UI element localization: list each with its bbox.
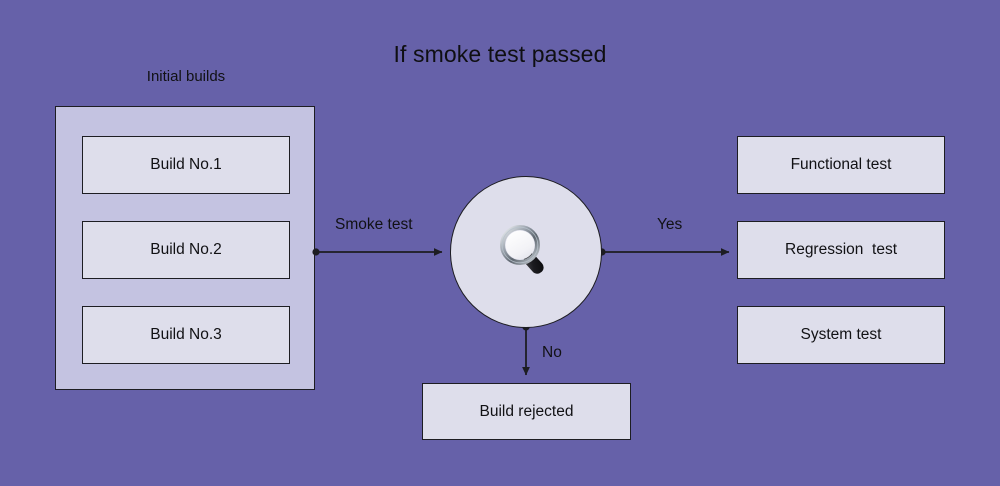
- build-no-1-box[interactable]: Build No.1: [82, 136, 290, 194]
- build-no-2-box[interactable]: Build No.2: [82, 221, 290, 279]
- magnifying-glass-icon: [500, 225, 544, 274]
- system-test-box[interactable]: System test: [737, 306, 945, 364]
- no-edge-label: No: [542, 344, 562, 361]
- functional-test-box[interactable]: Functional test: [737, 136, 945, 194]
- diagram-title: If smoke test passed: [393, 41, 607, 67]
- regression-test-box[interactable]: Regression test: [737, 221, 945, 279]
- smoke-test-edge-label: Smoke test: [335, 216, 413, 233]
- yes-edge-label: Yes: [657, 216, 683, 233]
- initial-builds-label: Initial builds: [146, 68, 226, 85]
- build-rejected-box[interactable]: Build rejected: [422, 383, 631, 440]
- build-no-3-box[interactable]: Build No.3: [82, 306, 290, 364]
